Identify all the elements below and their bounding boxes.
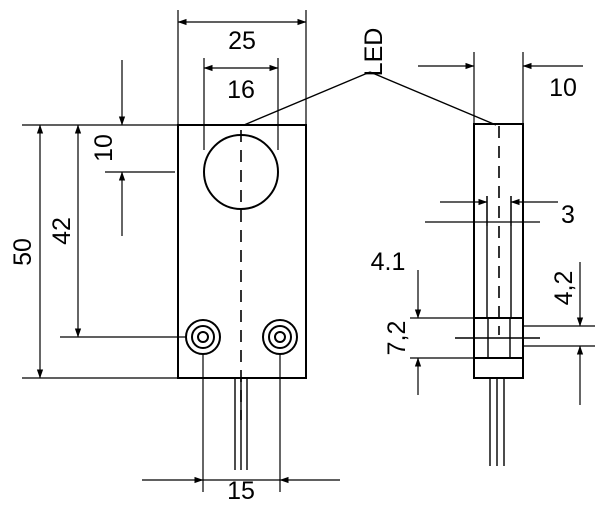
dimension-thickness: 10: [418, 52, 583, 124]
front-view: [177, 124, 307, 470]
dimension-led-offset: 10: [90, 60, 175, 236]
mounting-hole-right: [262, 319, 298, 355]
label-height-total: 50: [9, 238, 37, 266]
dimension-height-total: 50: [9, 124, 178, 379]
mounting-hole-left: [185, 319, 221, 355]
dimension-hole-offset-a: 4.1 7,2: [371, 248, 476, 395]
label-hole-spacing: 15: [227, 477, 255, 505]
sensor-body-front: [177, 124, 307, 379]
dimension-width-total: 25: [177, 10, 307, 125]
label-led-depth: 3: [561, 201, 575, 229]
sensor-body-side: [473, 123, 524, 379]
label-hole-offset-a: 4.1: [371, 248, 406, 276]
dimension-led-diameter: 16: [203, 58, 279, 150]
label-hole-diameter: 7,2: [383, 321, 411, 356]
dimension-hole-spacing: 15: [142, 354, 340, 505]
cable-front: [234, 378, 248, 470]
label-led: LED: [360, 28, 388, 77]
label-led-offset: 10: [90, 134, 118, 162]
label-hole-height: 42: [48, 217, 76, 245]
dimension-hole-height: 42: [48, 124, 186, 338]
label-thickness: 10: [549, 74, 577, 102]
side-view: [455, 123, 540, 466]
led-callout: LED: [243, 28, 497, 126]
dimension-hole-offset-b: 4,2: [523, 262, 595, 405]
label-hole-offset-b: 4,2: [550, 271, 578, 306]
cable-side: [489, 378, 505, 466]
dimension-led-depth: 3: [425, 196, 575, 229]
label-width-total: 25: [228, 27, 256, 55]
label-led-diameter: 16: [227, 76, 255, 104]
